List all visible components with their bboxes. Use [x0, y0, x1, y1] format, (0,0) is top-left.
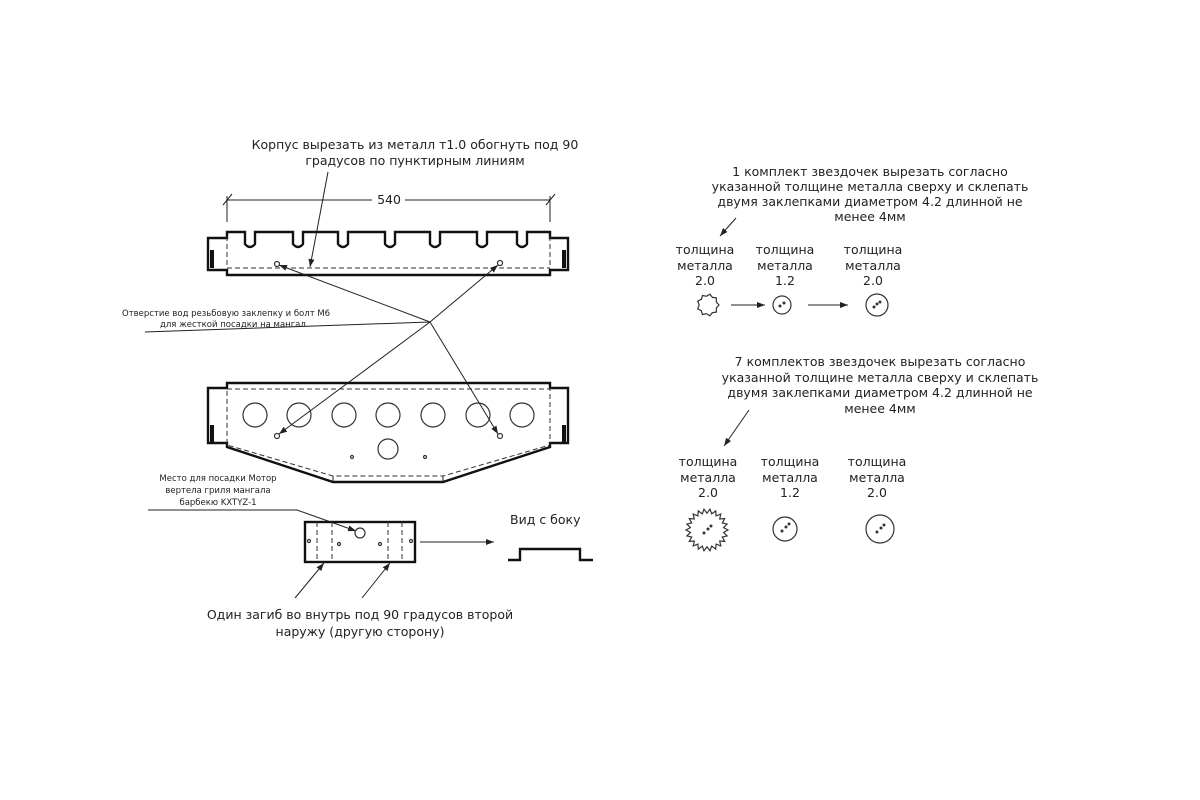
- set1-part2-label: толщина: [756, 242, 815, 257]
- set2-note-line: менее 4мм: [844, 401, 915, 416]
- bottom-body-part: [206, 381, 570, 484]
- set2-part1-label2: металла: [680, 470, 736, 485]
- svg-text:540: 540: [377, 192, 401, 207]
- side-view-label: Вид с боку: [510, 512, 581, 527]
- set2-part1-label: толщина: [679, 454, 738, 469]
- sprocket-disc: [772, 295, 792, 315]
- set1-part3-label2: металла: [845, 258, 901, 273]
- hole-leaders: [144, 264, 499, 435]
- set1-part1-label2: металла: [677, 258, 733, 273]
- set1-part2-label2: металла: [757, 258, 813, 273]
- top-body-part: [206, 230, 570, 277]
- set1-note-line: двумя заклепками диаметром 4.2 длинной н…: [717, 194, 1022, 209]
- set2-part1-value: 2.0: [698, 485, 718, 500]
- hole-note-line1: Отверстие вод резьбовую заклепку и болт …: [122, 309, 330, 319]
- motor-note-line2: вертела гриля мангала: [165, 486, 270, 496]
- set2-part2-value: 1.2: [780, 485, 800, 500]
- set1-part2-value: 1.2: [775, 273, 795, 288]
- sprocket-disc: [865, 514, 895, 544]
- set1-note-line: указанной толщине металла сверху и склеп…: [712, 179, 1029, 194]
- sprocket-large-icon: [684, 507, 730, 553]
- motor-note-line3: барбекю KXTYZ-1: [179, 498, 256, 508]
- bend-leader-2: [361, 562, 391, 599]
- sprocket-disc: [772, 516, 798, 542]
- set2-part3-label2: металла: [849, 470, 905, 485]
- hole-note-line2: для жесткой посадки на мангал: [160, 320, 306, 330]
- body-note-line2: градусов по пунктирным линиям: [305, 153, 524, 168]
- body-note-line1: Корпус вырезать из металл т1.0 обогнуть …: [252, 137, 579, 152]
- motor-note-leader: [148, 509, 357, 532]
- body-note-leader: [308, 171, 329, 268]
- bend-note-line1: Один загиб во внутрь под 90 градусов вто…: [207, 607, 513, 622]
- set2-part3-value: 2.0: [867, 485, 887, 500]
- set2-note-line: 7 комплектов звездочек вырезать согласно: [735, 354, 1026, 369]
- set1-part1-label: толщина: [676, 242, 735, 257]
- motor-bracket-part: [303, 520, 417, 564]
- motor-note-line1: Место для посадки Мотор: [159, 474, 276, 484]
- set-1: 1 комплект звездочек вырезать согласно у…: [676, 164, 1029, 317]
- set2-part3-label: толщина: [848, 454, 907, 469]
- side-view-profile: [508, 547, 593, 562]
- set2-part2-label2: металла: [762, 470, 818, 485]
- set1-part3-label: толщина: [844, 242, 903, 257]
- set1-note-line: 1 комплект звездочек вырезать согласно: [732, 164, 1008, 179]
- set1-part3-value: 2.0: [863, 273, 883, 288]
- set2-note-line: указанной толщине металла сверху и склеп…: [722, 370, 1039, 385]
- sprocket-large-icon: [696, 293, 720, 317]
- set1-part1-value: 2.0: [695, 273, 715, 288]
- set2-note-line: двумя заклепками диаметром 4.2 длинной н…: [727, 385, 1032, 400]
- bend-leader-1: [294, 562, 325, 599]
- set1-note-line: менее 4мм: [834, 209, 905, 224]
- dimension-540: 540: [222, 192, 556, 222]
- sprocket-disc: [865, 293, 889, 317]
- bend-note-line2: наружу (другую сторону): [276, 624, 445, 639]
- set-2: 7 комплектов звездочек вырезать согласно…: [679, 354, 1039, 553]
- set2-part2-label: толщина: [761, 454, 820, 469]
